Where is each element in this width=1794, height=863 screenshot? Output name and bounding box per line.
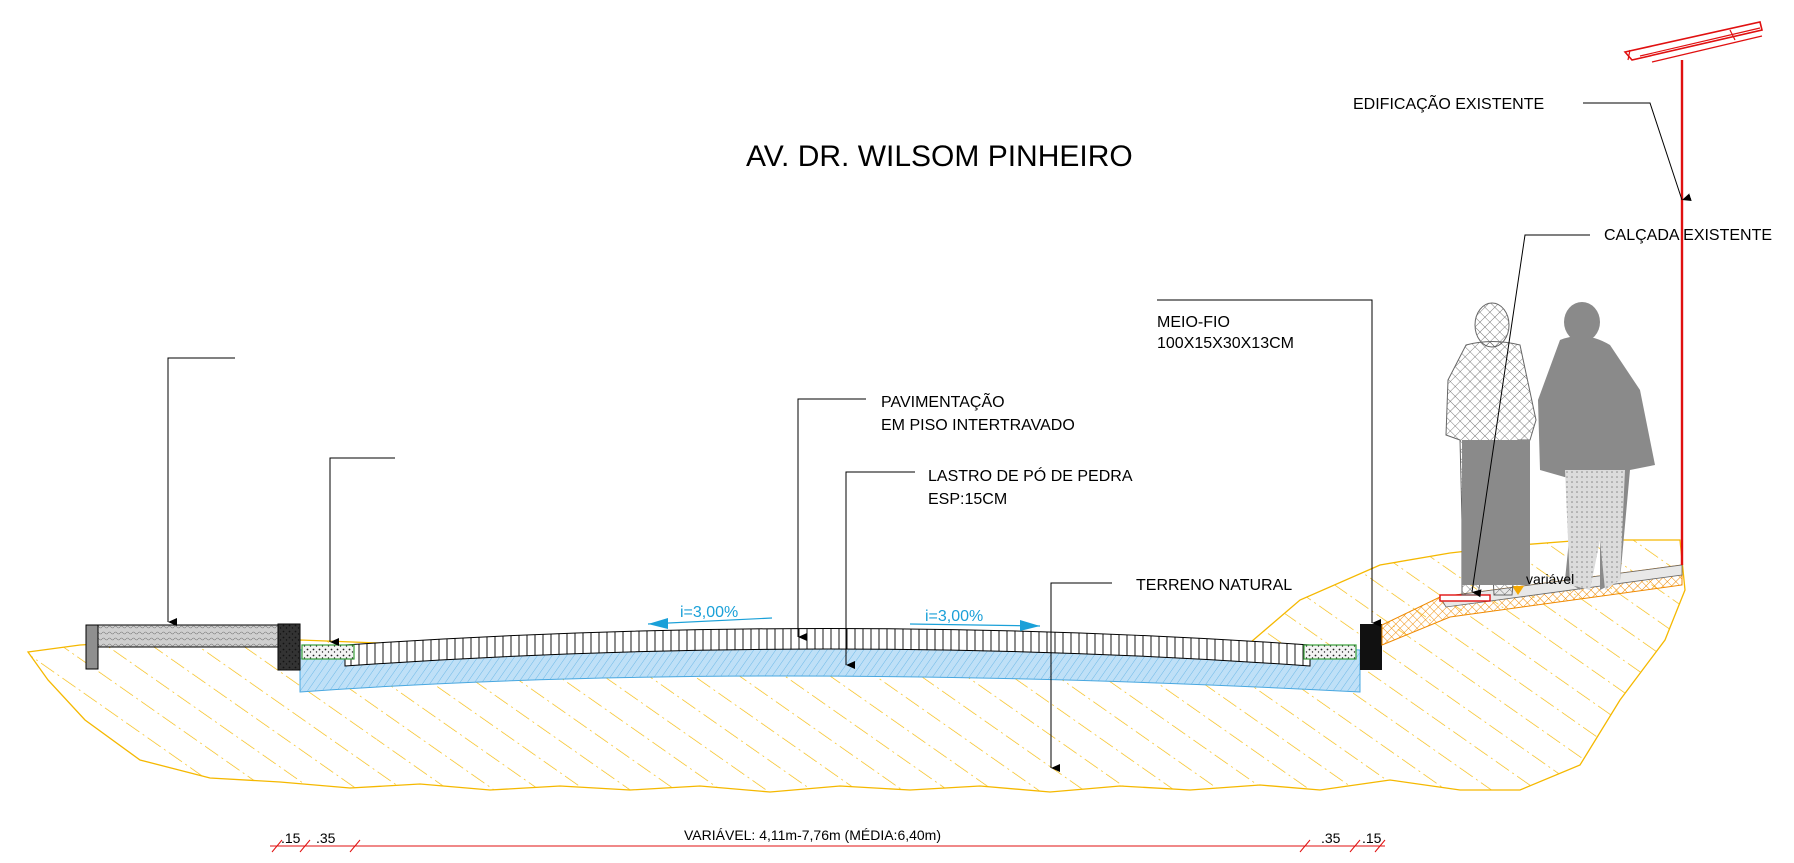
left-sidewalk-post bbox=[85, 624, 99, 670]
label-meio-fio-1: MEIO-FIO bbox=[1157, 314, 1230, 331]
dim-035-left: .35 bbox=[316, 830, 336, 846]
slope-right-label: i=3,00% bbox=[925, 608, 983, 625]
paving-blocks bbox=[350, 628, 1304, 666]
dimension-line bbox=[270, 839, 1386, 853]
street-title: AV. DR. WILSOM PINHEIRO bbox=[746, 140, 1133, 173]
left-sidewalk bbox=[95, 624, 279, 648]
label-terreno: TERRENO NATURAL bbox=[1136, 577, 1292, 594]
label-lastro-1: LASTRO DE PÓ DE PEDRA bbox=[928, 466, 1133, 485]
label-calcada: CALÇADA EXISTENTE bbox=[1604, 227, 1772, 244]
label-edificacao: EDIFICAÇÃO EXISTENTE bbox=[1353, 93, 1544, 113]
slope-arrow-left bbox=[647, 617, 773, 625]
label-pavimentacao-1: PAVIMENTAÇÃO bbox=[881, 391, 1005, 411]
label-meio-fio-2: 100X15X30X13CM bbox=[1157, 335, 1294, 352]
dim-015-left: .15 bbox=[281, 830, 301, 846]
leader-lines bbox=[167, 102, 1692, 772]
gutter-right bbox=[1303, 644, 1357, 660]
interlocked-paving bbox=[344, 628, 1311, 667]
label-variavel: variável bbox=[1526, 571, 1574, 587]
building-roof bbox=[1623, 21, 1763, 61]
variable-marker bbox=[1512, 586, 1524, 595]
person-right bbox=[1538, 302, 1655, 590]
dim-015-right: .15 bbox=[1362, 830, 1382, 846]
dim-035-right: .35 bbox=[1321, 830, 1341, 846]
existing-sidewalk-strip bbox=[1439, 594, 1491, 602]
dim-main: VARIÁVEL: 4,11m-7,76m (MÉDIA:6,40m) bbox=[684, 827, 941, 843]
slope-left-label: i=3,00% bbox=[680, 604, 738, 621]
slope-arrow-right bbox=[909, 623, 1041, 627]
label-pavimentacao-2: EM PISO INTERTRAVADO bbox=[881, 417, 1075, 434]
label-lastro-2: ESP:15CM bbox=[928, 491, 1007, 508]
curb-right bbox=[1360, 624, 1382, 670]
person-left bbox=[1445, 302, 1537, 596]
gutter-left bbox=[301, 644, 355, 660]
